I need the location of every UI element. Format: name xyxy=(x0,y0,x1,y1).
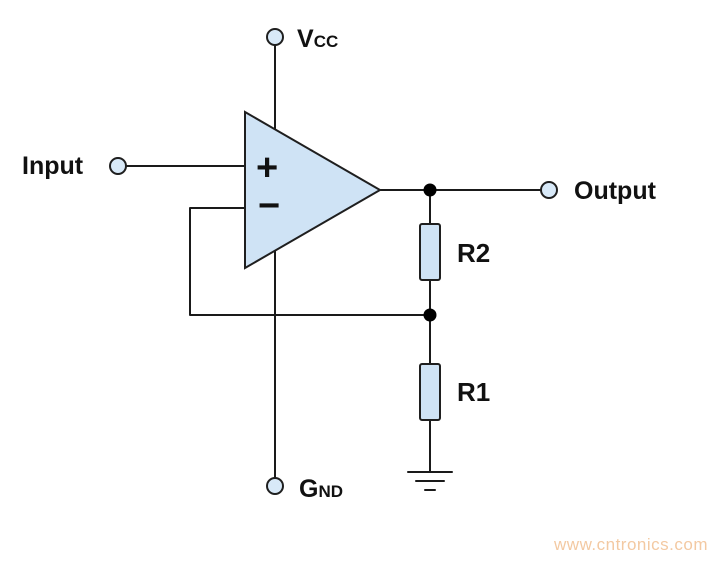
vcc-label: VCC xyxy=(297,25,338,53)
output-terminal xyxy=(540,181,558,199)
feedback-junction-node xyxy=(423,308,437,322)
r1-label: R1 xyxy=(457,377,490,407)
vcc-label-sub: CC xyxy=(314,32,339,51)
vcc-label-main: V xyxy=(297,25,314,53)
opamp-noninverting-input-sign: + xyxy=(256,147,278,189)
output-label: Output xyxy=(574,177,657,205)
output-junction-node xyxy=(423,183,437,197)
gnd-label: GND xyxy=(299,475,343,503)
vcc-terminal xyxy=(266,28,284,46)
opamp-symbol xyxy=(244,110,382,270)
resistor-r1-body xyxy=(419,363,441,421)
resistor-r2-body xyxy=(419,223,441,281)
earth-ground-icon xyxy=(407,471,453,491)
opamp-inverting-input-sign: − xyxy=(258,185,280,227)
watermark: www.cntronics.com xyxy=(554,535,708,554)
feedback-wire xyxy=(189,207,431,316)
gnd-terminal xyxy=(266,477,284,495)
gnd-label-main: G xyxy=(299,475,318,503)
input-terminal xyxy=(109,157,127,175)
gnd-label-sub: ND xyxy=(318,482,343,501)
input-label: Input xyxy=(22,152,84,180)
r2-label: R2 xyxy=(457,238,490,268)
